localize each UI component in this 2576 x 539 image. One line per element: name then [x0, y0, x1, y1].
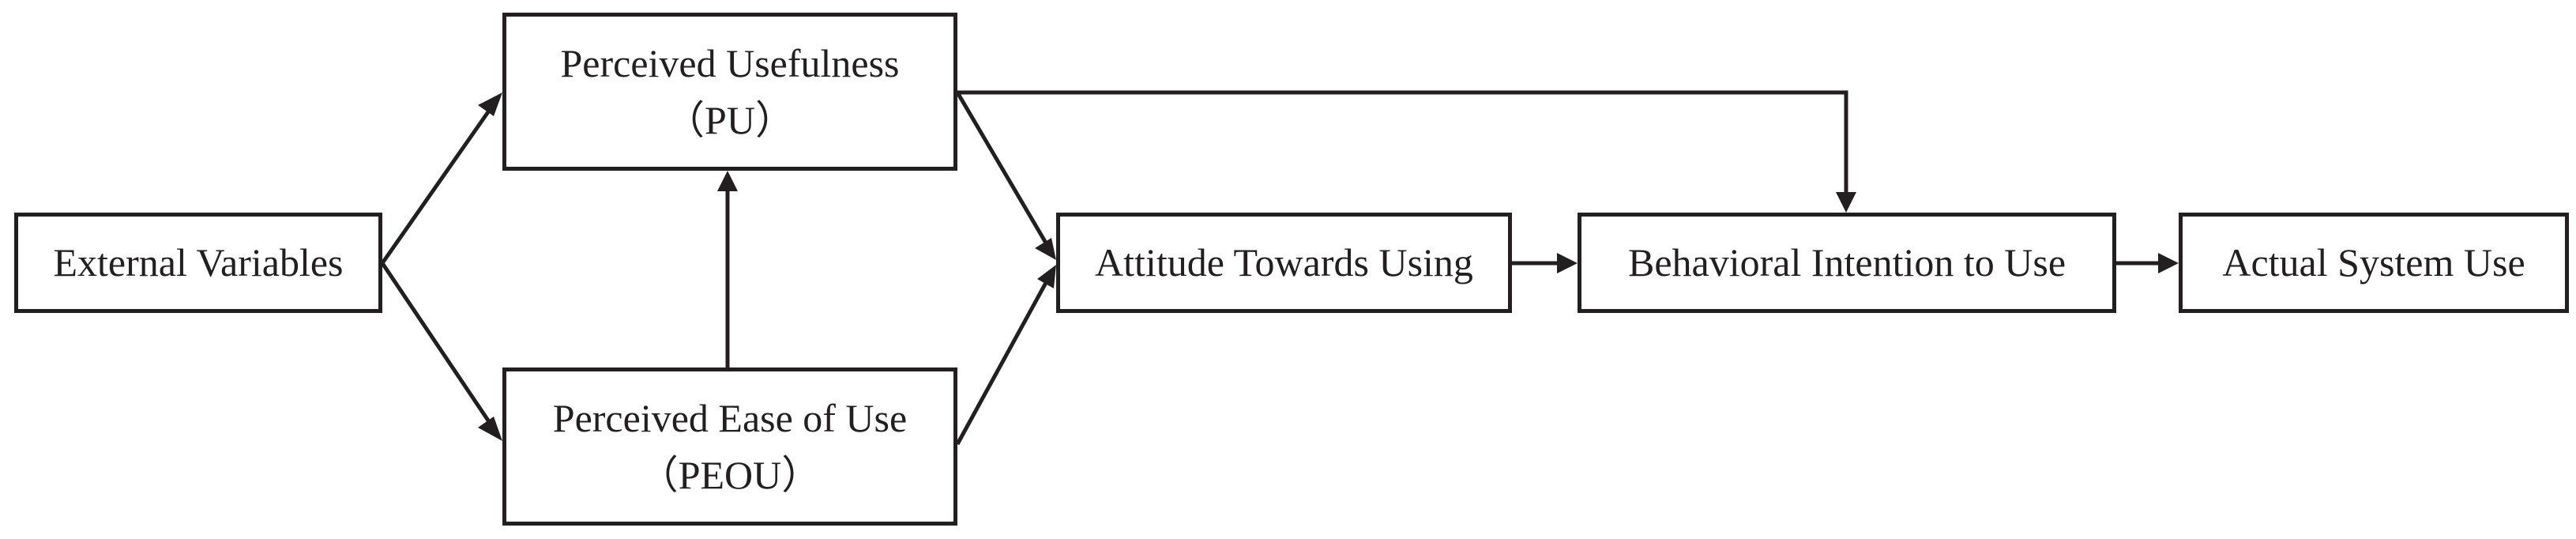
node-label: External Variables	[53, 240, 344, 285]
edge-peou-to-att	[955, 280, 1049, 446]
arrowhead-bi-to-asu	[2158, 253, 2179, 273]
edge-ext-to-peou	[380, 262, 495, 429]
node-perceived-ease-of-use: Perceived Ease of Use （PEOU）	[502, 368, 957, 526]
node-abbreviation: （PU）	[665, 98, 795, 142]
edge-ext-to-pu	[380, 104, 495, 265]
node-external-variables: External Variables	[14, 213, 382, 313]
arrowhead-peou-to-pu	[717, 171, 738, 191]
node-attitude-towards-using: Attitude Towards Using	[1056, 213, 1512, 313]
arrowhead-att-to-bi	[1557, 253, 1578, 273]
node-label: Behavioral Intention to Use	[1627, 240, 2066, 285]
arrowhead-pu-to-bi	[1836, 192, 1856, 213]
node-label: Attitude Towards Using	[1095, 240, 1473, 285]
arrowhead-ext-to-pu	[478, 92, 502, 116]
node-abbreviation: （PEOU）	[638, 453, 822, 497]
node-label: Perceived Ease of Use	[552, 395, 908, 440]
node-behavioral-intention: Behavioral Intention to Use	[1578, 213, 2116, 313]
arrowhead-peou-to-att	[1037, 265, 1056, 288]
edge-pu-to-att	[955, 91, 1049, 246]
node-label: Actual System Use	[2222, 240, 2525, 285]
arrowhead-pu-to-att	[1035, 238, 1056, 260]
node-label: Perceived Usefulness	[560, 40, 900, 85]
node-perceived-usefulness: Perceived Usefulness （PU）	[502, 13, 957, 171]
edge-pu-to-bi	[957, 90, 1848, 195]
arrowhead-ext-to-peou	[478, 416, 502, 441]
node-actual-system-use: Actual System Use	[2179, 213, 2569, 313]
